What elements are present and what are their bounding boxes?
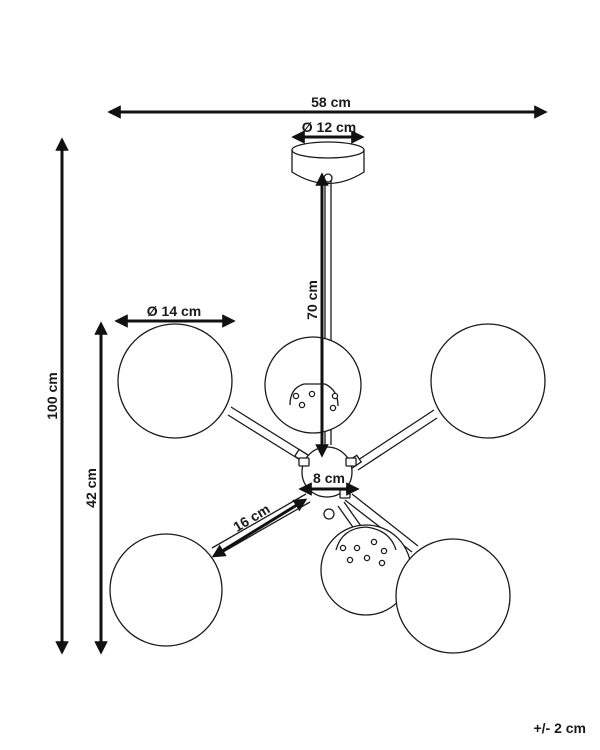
- height-total-label: 100 cm: [44, 372, 60, 419]
- dimension-lines: [55, 105, 548, 655]
- globe-back-center: [264, 336, 362, 434]
- arm-upper-right: [345, 409, 438, 471]
- arm-length-label: 16 cm: [230, 501, 272, 535]
- arm-length-dimension-line: [211, 498, 308, 558]
- canopy-diameter-label: Ø 12 cm: [302, 119, 356, 135]
- globe-upper-right: [430, 323, 546, 439]
- width-total-label: 58 cm: [311, 94, 351, 110]
- pendant-lamp-drawing: [109, 141, 546, 654]
- globe-lower-right: [395, 538, 511, 654]
- ceiling-canopy: [291, 141, 365, 185]
- rod-length-label: 70 cm: [304, 280, 320, 320]
- hub-diameter-label: 8 cm: [313, 470, 345, 486]
- tolerance-note: +/- 2 cm: [533, 720, 586, 736]
- shade-diameter-label: Ø 14 cm: [147, 303, 201, 319]
- globe-upper-left: [117, 323, 233, 439]
- globe-lower-left: [109, 533, 223, 647]
- body-height-label: 42 cm: [83, 468, 99, 508]
